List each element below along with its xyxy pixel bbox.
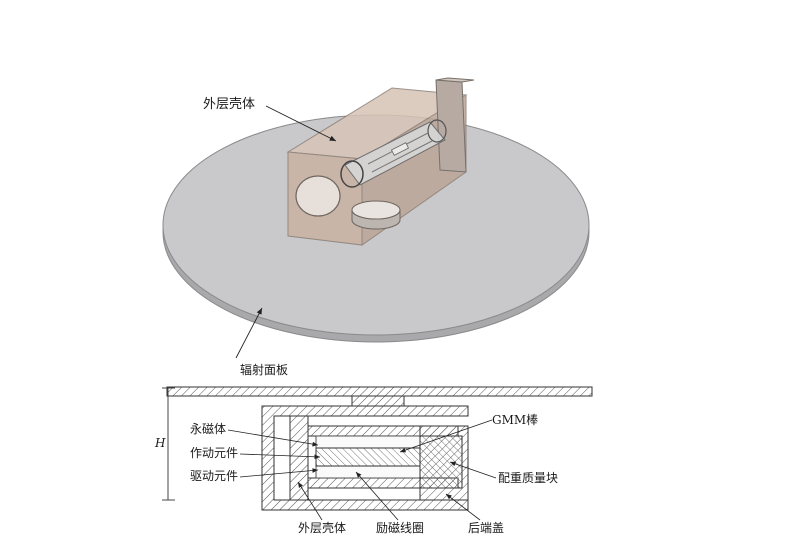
section-mount-neck	[351, 395, 405, 407]
height-label: H	[154, 436, 166, 450]
section-panel-plate	[166, 386, 593, 397]
housing-label-bottom: 外层壳体	[298, 521, 346, 535]
isometric-view: 外层壳体 辐射面板	[162, 77, 590, 377]
section-housing	[261, 405, 469, 511]
housing-label-top: 外层壳体	[203, 97, 255, 112]
panel-label: 辐射面板	[240, 362, 288, 377]
drive-label: 驱动元件	[190, 469, 238, 483]
section-counterweight	[419, 435, 463, 489]
end-cap-plate	[435, 77, 475, 173]
internal-rod	[340, 119, 447, 188]
gmm-rod-label: GMM棒	[492, 413, 538, 427]
magnet-label: 永磁体	[190, 421, 226, 436]
mount-cylinder	[351, 200, 401, 230]
coil-label: 励磁线圈	[376, 520, 424, 535]
section-coil-top	[315, 435, 421, 449]
end-cap-label: 后端盖	[468, 521, 504, 535]
section-coil-bottom	[315, 465, 421, 479]
bore-opening	[295, 175, 341, 217]
counterweight-label: 配重质量块	[498, 471, 558, 485]
section-view: H 永磁体 作动元件 驱动元件 GMM棒 配重质量块 外层壳体 励磁线圈 后端盖	[154, 386, 593, 535]
actuator-label: 作动元件	[190, 446, 238, 460]
housing-leader	[265, 105, 337, 142]
panel-leader	[235, 307, 263, 359]
